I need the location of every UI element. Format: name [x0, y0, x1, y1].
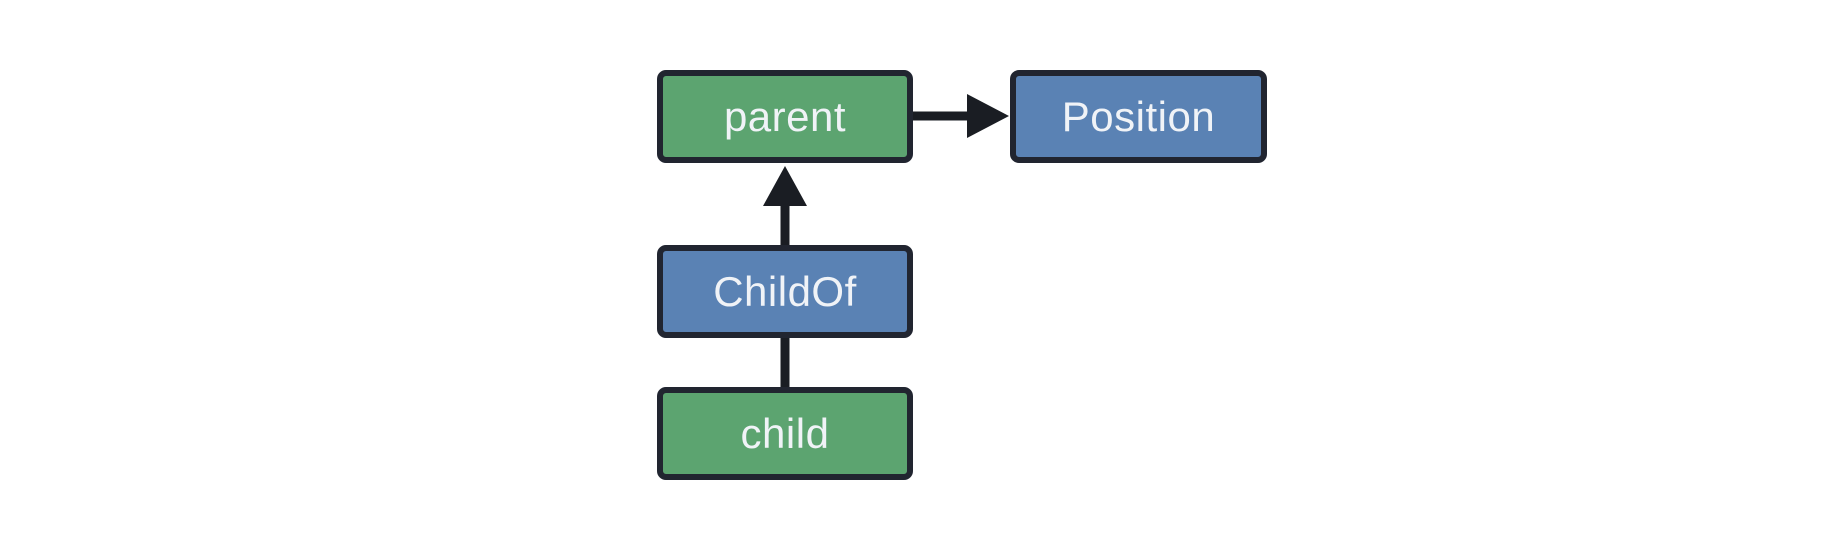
node-position: Position — [1010, 70, 1267, 163]
arrowhead-right-icon — [967, 94, 1009, 138]
arrowhead-up-icon — [763, 166, 807, 206]
node-child: child — [657, 387, 913, 480]
node-position-label: Position — [1061, 92, 1216, 140]
node-childof-label: ChildOf — [713, 267, 857, 315]
edge-parent-to-position — [908, 94, 1009, 138]
node-parent-label: parent — [723, 92, 847, 140]
edge-childof-to-parent — [763, 166, 807, 250]
node-parent: parent — [657, 70, 913, 163]
node-child-label: child — [740, 409, 830, 457]
node-childof: ChildOf — [657, 245, 913, 338]
